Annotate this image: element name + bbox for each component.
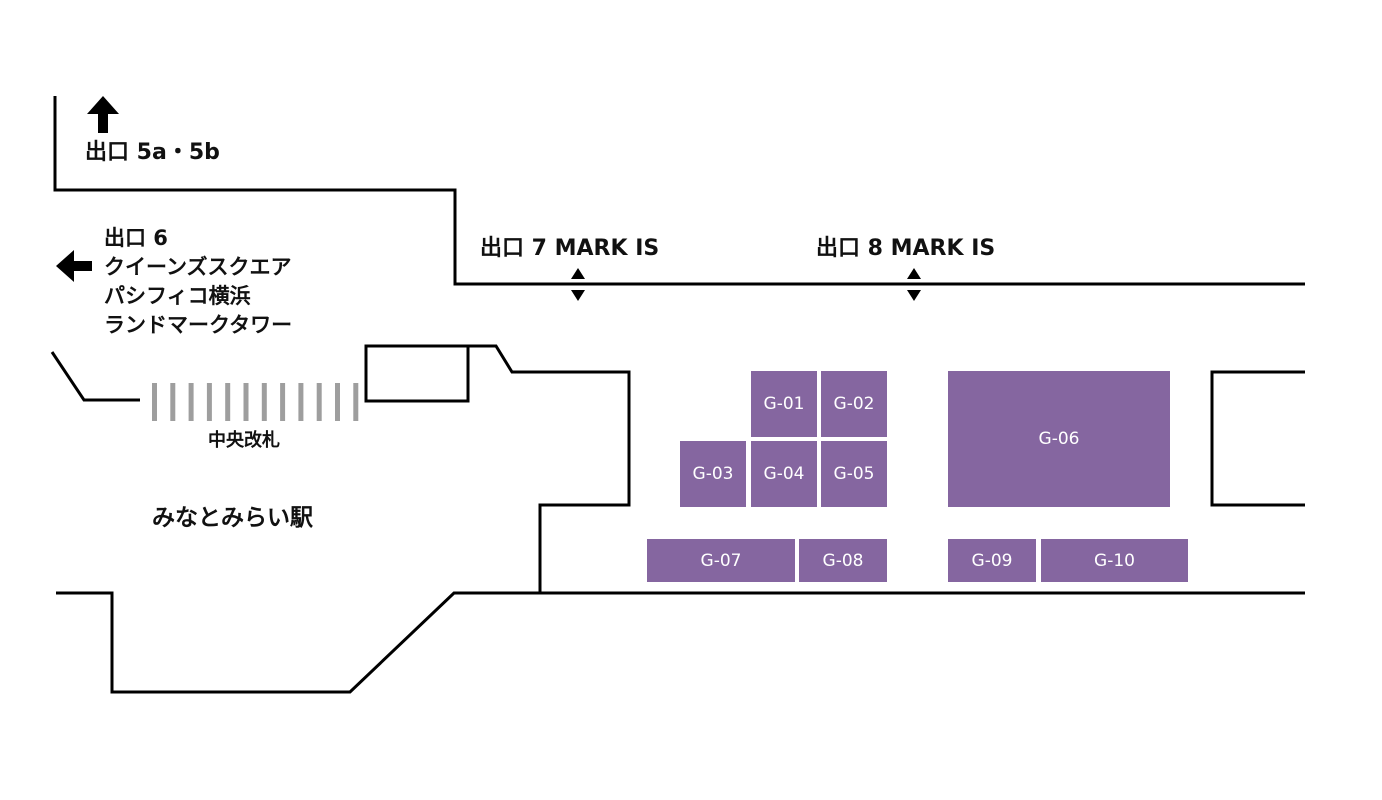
exit-6-label: 出口 6 クイーンズスクエア パシフィコ横浜 ランドマークタワー [104,224,292,340]
exit-7-up-down-triangle-icon [571,268,585,301]
store-g-05[interactable]: G-05 [821,441,887,507]
gate-tick [316,383,322,421]
exit-6-destination-pacifico: パシフィコ横浜 [104,284,251,308]
arrow-up-icon [87,96,119,133]
gate-tick [188,383,194,421]
north-wall [53,96,1305,286]
store-g-03[interactable]: G-03 [680,441,746,507]
arrow-left-icon [56,250,92,282]
walls [50,96,1305,694]
exit-6-destination-landmark-tower: ランドマークタワー [104,313,293,337]
east-block [1210,370,1305,507]
gate-tick [298,383,304,421]
south-wall [56,591,1305,694]
exit-8-up-down-triangle-icon [907,268,921,301]
gate-tick [206,383,212,421]
gate-tick [335,383,340,421]
ticket-gates [152,383,359,421]
gate-tick [353,383,359,421]
gate-tick [225,383,231,421]
store-g-04[interactable]: G-04 [751,441,817,507]
store-g-01[interactable]: G-01 [751,371,817,437]
store-g-08[interactable]: G-08 [799,539,887,582]
gate-tick [280,383,286,421]
gate-tick [243,383,249,421]
gate-tick [152,383,157,421]
gate-booth [364,344,470,403]
store-g-06[interactable]: G-06 [948,371,1170,507]
exit-6-destination-queens-square: クイーンズスクエア [104,255,292,279]
gate-tick [261,383,267,421]
store-g-02[interactable]: G-02 [821,371,887,437]
exit-6-title: 出口 6 [104,226,168,250]
station-name: みなとみらい駅 [152,505,313,531]
store-g-07[interactable]: G-07 [647,539,795,582]
central-gate-label: 中央改札 [208,430,280,451]
exit-8-label: 出口 8 MARK IS [816,236,996,261]
concourse-wall [50,351,140,402]
store-g-09[interactable]: G-09 [948,539,1036,582]
gate-tick [170,383,176,421]
exit-7-label: 出口 7 MARK IS [480,236,660,261]
mall-inner-wall [468,344,631,593]
exit-5-label: 出口 5a・5b [85,140,220,165]
store-g-10[interactable]: G-10 [1041,539,1188,582]
